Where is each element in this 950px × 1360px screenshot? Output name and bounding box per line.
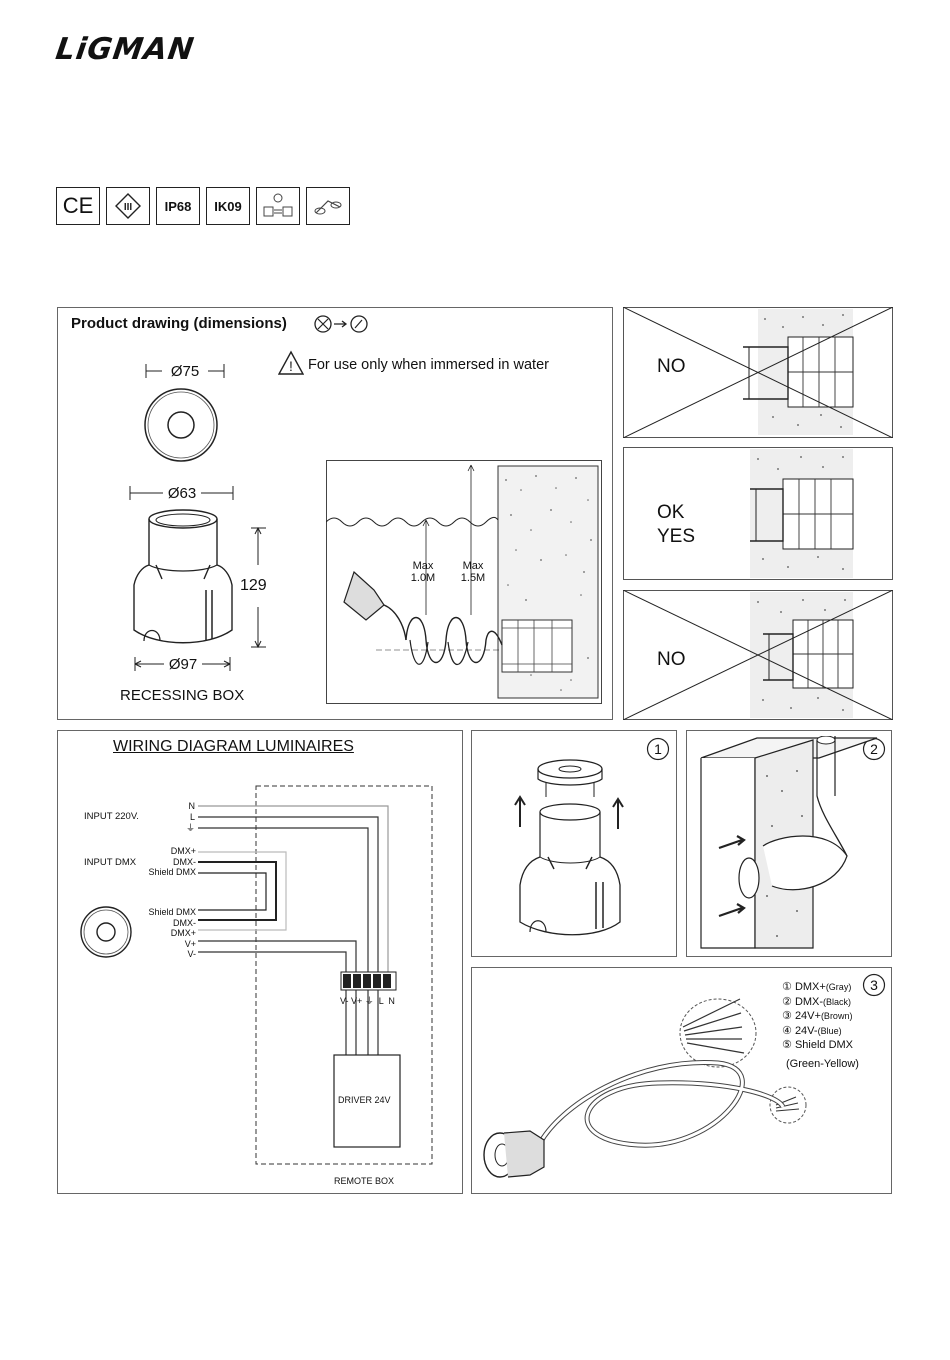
step-2-number: 2 bbox=[870, 741, 878, 757]
dmx-in-plus: DMX+ bbox=[170, 846, 196, 856]
ip68-badge: IP68 bbox=[156, 187, 200, 225]
warning-text: For use only when immersed in water bbox=[308, 357, 549, 373]
dimensions-title: Product drawing (dimensions) bbox=[71, 315, 287, 332]
recessing-box-label: RECESSING BOX bbox=[120, 687, 245, 704]
driver-separate-icon bbox=[306, 187, 350, 225]
step-1-panel bbox=[471, 730, 677, 957]
step-2-drawing bbox=[700, 736, 878, 949]
dmx-in-terminal-labels: DMX+ DMX- Shield DMX bbox=[120, 846, 196, 878]
depth-max-2: Max 1.5M bbox=[458, 560, 488, 584]
height-dim bbox=[251, 526, 266, 649]
lamp-dmx-plus: DMX+ bbox=[170, 928, 196, 938]
svg-text:III: III bbox=[124, 202, 133, 213]
bottom-diameter-label: Ø97 bbox=[169, 656, 197, 673]
inner-diameter-label: Ø63 bbox=[168, 485, 196, 502]
step-3-panel bbox=[471, 967, 892, 1194]
step-3-badge: 3 bbox=[862, 973, 886, 997]
class-iii-icon: III bbox=[106, 187, 150, 225]
cable-color-list: ① DMX+(Gray) ② DMX-(Black) ③ 24V+(Brown)… bbox=[782, 980, 853, 1053]
height-label: 129 bbox=[240, 577, 267, 594]
dimensions-panel bbox=[57, 307, 613, 720]
install-check-no-2 bbox=[623, 590, 893, 720]
step-1-badge: 1 bbox=[646, 737, 670, 761]
bottom-diameter-dim: Ø97 bbox=[134, 656, 231, 673]
install-check-ok-text: OK bbox=[657, 502, 685, 523]
cable-color-item: ② DMX-(Black) bbox=[782, 995, 852, 1008]
cable-color-item: ① DMX+(Gray) bbox=[782, 981, 852, 993]
ik09-badge: IK09 bbox=[206, 187, 250, 225]
cable-color-item: ⑤ Shield DMX bbox=[782, 1039, 854, 1051]
lamp-v-minus: V- bbox=[187, 949, 196, 959]
step-2-panel bbox=[686, 730, 892, 957]
depth-max-1-b: 1.0M bbox=[410, 572, 436, 584]
warning-icon: ! bbox=[278, 350, 304, 375]
recessing-box-drawing bbox=[133, 509, 233, 644]
step-1-drawing bbox=[514, 759, 624, 936]
depth-max-2-a: Max bbox=[462, 560, 484, 572]
svg-text:!: ! bbox=[289, 358, 293, 374]
depth-max-1: Max 1.0M bbox=[409, 560, 437, 584]
replaceable-light-source-icon bbox=[256, 187, 300, 225]
terminal-n: N bbox=[188, 801, 196, 811]
install-check-yes bbox=[623, 447, 893, 580]
wiring-title: WIRING DIAGRAM LUMINAIRES bbox=[113, 738, 354, 755]
terminal-earth: ⏚ bbox=[185, 823, 195, 833]
lamp-terminal-labels: Shield DMX DMX- DMX+ V+ V- bbox=[120, 907, 196, 960]
install-check-no-2-label: NO bbox=[657, 649, 686, 670]
top-diameter-label: Ø75 bbox=[171, 363, 199, 380]
dmx-in-minus: DMX- bbox=[173, 856, 196, 867]
terminal-block-label: V- V+ ⏚ L N bbox=[340, 996, 395, 1006]
remote-box-label: REMOTE BOX bbox=[334, 1176, 395, 1186]
cable-color-item: ③ 24V+(Brown) bbox=[782, 1010, 853, 1022]
wiring-diagram bbox=[80, 785, 433, 1165]
install-check-yes-text: YES bbox=[657, 526, 696, 547]
input-220-label: INPUT 220V. bbox=[84, 811, 139, 822]
top-diameter-dim: Ø75 bbox=[145, 363, 225, 380]
light-source-replace-icon bbox=[314, 315, 368, 333]
wiring-panel bbox=[57, 730, 463, 1194]
lamp-v-plus: V+ bbox=[184, 938, 196, 949]
dmx-in-shield: Shield DMX bbox=[148, 867, 196, 877]
step-3-drawing bbox=[483, 998, 807, 1178]
shield-color-label: (Green-Yellow) bbox=[786, 1058, 859, 1070]
top-view-drawing bbox=[144, 388, 218, 462]
install-check-no-1 bbox=[623, 307, 893, 438]
install-check-no-1-label: NO bbox=[657, 356, 686, 377]
depth-max-2-b: 1.5M bbox=[460, 572, 486, 584]
inner-diameter-dim: Ø63 bbox=[129, 485, 234, 502]
driver-label: DRIVER 24V bbox=[338, 1095, 391, 1105]
ce-mark-icon: CE bbox=[56, 187, 100, 225]
input-dmx-label: INPUT DMX bbox=[84, 857, 137, 868]
depth-max-1-a: Max bbox=[412, 560, 434, 572]
cable-color-item: ④ 24V-(Blue) bbox=[782, 1024, 842, 1037]
lamp-dmx-minus: DMX- bbox=[173, 917, 196, 928]
step-3-number: 3 bbox=[870, 977, 878, 993]
immersion-drawing bbox=[326, 460, 602, 704]
terminal-l: L bbox=[189, 812, 195, 822]
step-1-number: 1 bbox=[654, 741, 662, 757]
mains-terminal-labels: N L ⏚ bbox=[170, 801, 195, 834]
install-check-yes-label: OK YES bbox=[657, 501, 695, 549]
lamp-shield: Shield DMX bbox=[148, 907, 196, 917]
brand-logo: LiGMAN bbox=[53, 32, 197, 67]
